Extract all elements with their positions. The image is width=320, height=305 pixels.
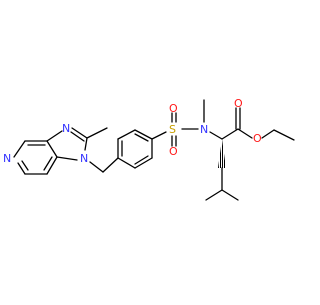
bond-im-3 bbox=[84, 137, 88, 151]
bond-im-2 bbox=[71, 127, 88, 139]
bond-pyr-4b bbox=[43, 156, 53, 171]
atom-n-pyridine: N bbox=[3, 152, 11, 165]
bond-ch2-ph bbox=[102, 157, 119, 173]
bond-im-1 bbox=[46, 130, 63, 142]
atom-labels: N N N S O O N O O bbox=[3, 97, 262, 165]
bond-pyr-3 bbox=[46, 140, 58, 158]
bond-n-calpha bbox=[209, 131, 223, 140]
bond-oester-ch2 bbox=[261, 129, 275, 139]
bond-c-oester bbox=[237, 128, 253, 139]
bond-ph-3b bbox=[134, 133, 149, 142]
atom-n-imidazole-top: N bbox=[62, 122, 70, 135]
atom-sulfur: S bbox=[169, 123, 176, 136]
stereo-hashed-wedge bbox=[218, 139, 226, 168]
atom-n-sulfonamide: N bbox=[200, 123, 208, 136]
bond-n-ch2 bbox=[89, 161, 104, 173]
atom-oxygen-ester: O bbox=[253, 132, 262, 145]
molecule-diagram: N N N S O O N O O bbox=[3, 97, 295, 201]
bond-pyr-6b bbox=[21, 160, 29, 171]
bond-pyr-4 bbox=[46, 156, 58, 175]
bond-ph-5 bbox=[134, 157, 153, 169]
atom-oxygen-carbonyl: O bbox=[234, 97, 243, 110]
bond-ph-s bbox=[151, 131, 167, 140]
bond-methyl-imidazole bbox=[86, 127, 108, 139]
atom-oxygen-sulfonyl-bottom: O bbox=[169, 145, 178, 158]
bond-ph-6 bbox=[117, 157, 136, 169]
bond-ethyl bbox=[273, 129, 295, 141]
bond-pyr-6 bbox=[17, 162, 26, 175]
bond-ph-3 bbox=[134, 129, 153, 140]
atom-oxygen-sulfonyl-top: O bbox=[169, 102, 178, 115]
bond-im-2b bbox=[70, 131, 85, 142]
bond-pyr-1 bbox=[13, 140, 26, 158]
bonds bbox=[13, 99, 295, 201]
structure-svg: N N N S O O N O O bbox=[3, 97, 295, 201]
bond-ph-2 bbox=[117, 129, 136, 140]
atom-n-imidazole-bottom: N bbox=[80, 152, 88, 165]
bond-ph-5b bbox=[134, 155, 149, 165]
bond-ch-me2 bbox=[221, 189, 239, 201]
bond-calpha-co bbox=[221, 128, 239, 140]
bond-ch-me1 bbox=[205, 189, 223, 201]
bond-im-4 bbox=[56, 156, 78, 161]
